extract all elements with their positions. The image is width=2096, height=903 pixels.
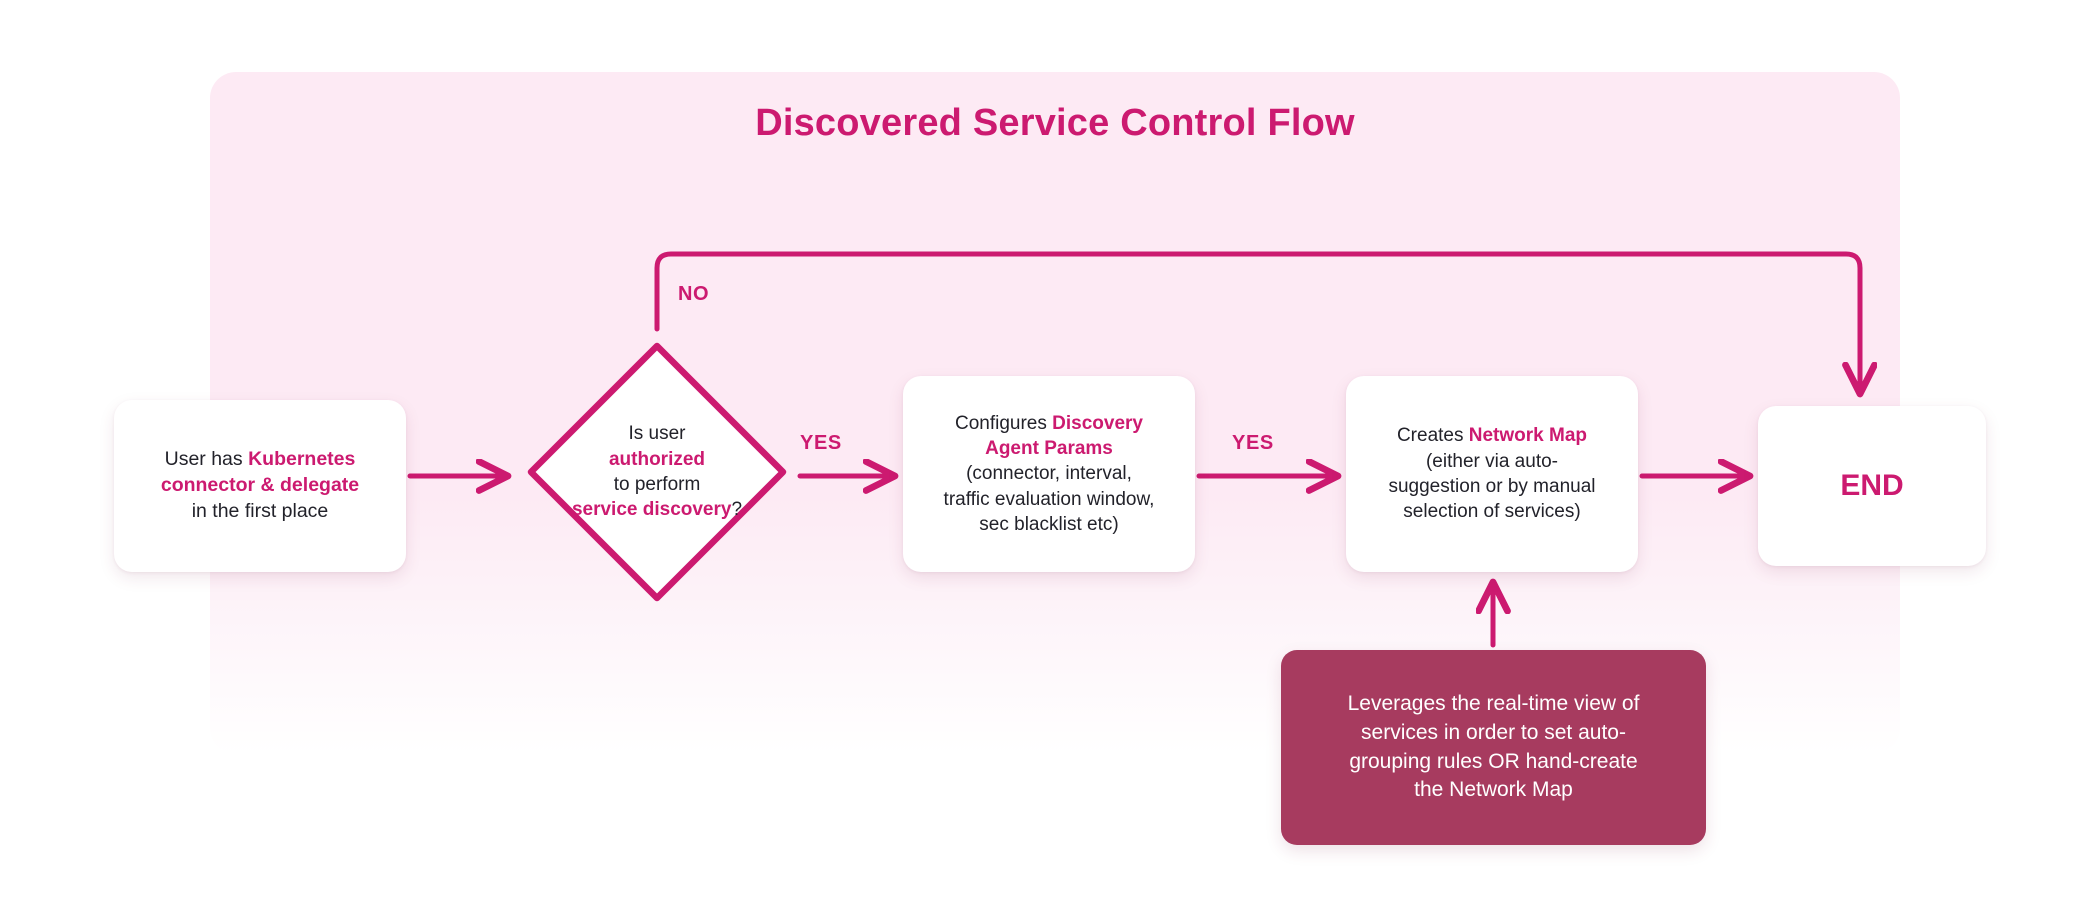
node-decision-line-4-highlight: service discovery [571, 499, 732, 521]
node-end[interactable]: END [1758, 406, 1986, 566]
node-start-line-2-highlight: connector & delegate [160, 474, 360, 497]
node-creates-network-map[interactable]: Creates Network Map (either via auto- su… [1346, 376, 1638, 572]
node-netmap-line-2-plain: (either via auto- [1425, 450, 1558, 472]
note-line-3: grouping rules OR hand-create [1349, 749, 1638, 773]
node-start-line-1-highlight: Kubernetes [248, 448, 356, 471]
node-end-label: END [1840, 469, 1904, 503]
edge-label-yes-decision-to-config: YES [800, 432, 842, 454]
node-creates-network-map-label: Creates Network Map (either via auto- su… [1376, 423, 1607, 524]
node-config-params-label: Configures Discovery Agent Params (conne… [932, 411, 1167, 537]
diamond-shape [527, 342, 787, 602]
page-title: Discovered Service Control Flow [755, 102, 1355, 144]
node-start-label: User has Kubernetes connector & delegate… [149, 447, 371, 525]
node-config-line-2-highlight: Agent Params [985, 438, 1113, 460]
node-config-params[interactable]: Configures Discovery Agent Params (conne… [903, 376, 1195, 572]
node-start[interactable]: User has Kubernetes connector & delegate… [114, 400, 406, 572]
node-netmap-line-4-plain: selection of services) [1403, 501, 1581, 523]
node-netmap-line-1-plain: Creates [1396, 425, 1469, 447]
node-decision[interactable]: Is user authorized to perform service di… [518, 333, 796, 611]
node-config-line-5-plain: sec blacklist etc) [979, 513, 1119, 535]
node-config-line-1-plain: Configures [954, 412, 1053, 434]
node-config-line-3-plain: (connector, interval, [966, 463, 1132, 485]
note-network-map-details: Leverages the real-time view of services… [1281, 650, 1706, 845]
edge-label-yes-config-to-netmap: YES [1232, 432, 1274, 454]
node-netmap-line-3-plain: suggestion or by manual [1388, 476, 1596, 497]
note-line-2: services in order to set auto- [1361, 720, 1626, 744]
node-start-line-1-plain: User has [164, 448, 249, 471]
node-decision-line-4-plain: ? [731, 499, 743, 521]
node-decision-line-3-plain: to perform [613, 474, 701, 495]
node-decision-label: Is user authorized to perform service di… [518, 333, 796, 611]
node-decision-line-1-plain: Is user [628, 423, 686, 445]
note-line-1: Leverages the real-time view of [1347, 692, 1640, 716]
note-network-map-details-label: Leverages the real-time view of services… [1348, 690, 1640, 804]
node-netmap-line-1-highlight: Network Map [1468, 425, 1588, 447]
node-start-line-3-plain: in the first place [191, 499, 329, 522]
node-decision-line-2-highlight: authorized [608, 448, 706, 470]
node-config-line-1-highlight: Discovery [1052, 412, 1143, 434]
edge-label-no: NO [678, 283, 710, 305]
note-line-4: the Network Map [1414, 778, 1573, 802]
node-config-line-4-plain: traffic evaluation window, [943, 488, 1155, 510]
